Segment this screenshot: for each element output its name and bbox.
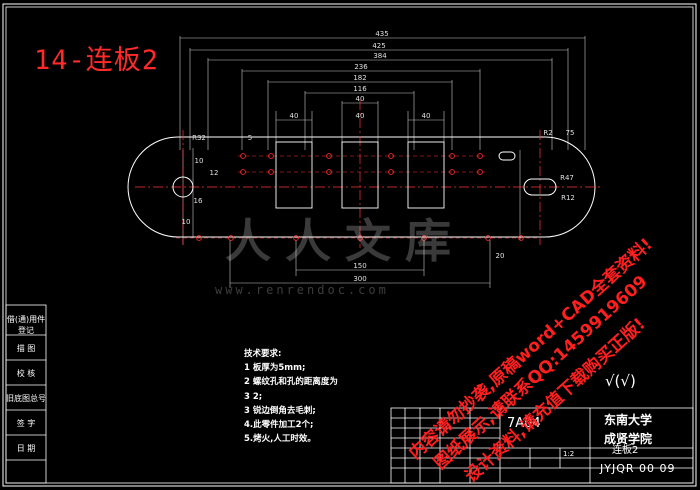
dim-20: 20: [496, 252, 505, 260]
dim-12: 12: [210, 169, 219, 177]
dim-r12: R12: [561, 194, 575, 202]
dimension-lines: [179, 36, 586, 288]
dim-435: 435: [375, 30, 388, 38]
drawing-title: 14-连板2: [34, 45, 160, 76]
dim-pocket-right: 40: [422, 112, 431, 120]
dim-16: 16: [194, 197, 203, 205]
dim-5: 5: [248, 134, 252, 142]
dimension-text: 435 425 384 236 182 116 40 40 40 40 R2 7…: [182, 30, 575, 283]
inner-frame: [5, 6, 694, 484]
note-item: 2 螺纹孔和孔的距离度为: [244, 377, 338, 388]
dim-116: 116: [353, 85, 367, 93]
dim-pocket-mid: 40: [356, 112, 365, 120]
note-item: 4.此零件加工2个;: [244, 420, 314, 431]
end-holes: [172, 151, 557, 198]
dim-40: 40: [356, 95, 365, 103]
part-name: 连板2: [612, 445, 639, 456]
material-label: 7A04: [507, 416, 541, 431]
center-lines: [135, 100, 600, 248]
dim-150: 150: [353, 262, 366, 270]
dim-r32: R32: [192, 134, 206, 142]
dim-384: 384: [373, 52, 387, 60]
note-item: 5.烤火,人工时效。: [244, 434, 316, 445]
title-block-lines: [390, 407, 694, 484]
note-item: 3 锐边倒角去毛刺;: [244, 405, 316, 416]
notes-heading: 技术要求:: [244, 349, 282, 359]
school-name: 东南大学: [604, 413, 653, 427]
dim-300: 300: [353, 275, 366, 283]
side-label-check: 校 核: [16, 369, 36, 378]
small-holes: [196, 153, 524, 241]
side-label-tracing: 描 图: [16, 344, 36, 353]
dim-r47: R47: [560, 174, 574, 182]
dim-r2: R2: [543, 129, 552, 137]
side-label-signature: 签 字: [16, 419, 36, 428]
dim-10-bottom: 10: [182, 218, 191, 226]
side-label-register: 借(通)用件登记: [6, 315, 46, 335]
outer-frame: [2, 3, 697, 487]
scale-value: 1:2: [563, 450, 575, 458]
drawing-number: JYJQR 00 09: [600, 462, 676, 475]
technical-requirements: 技术要求: 1 板厚为5mm; 2 螺纹孔和孔的距离度为 3 2; 3 锐边倒角…: [244, 347, 338, 446]
side-label-date: 日 期: [16, 444, 36, 453]
url-watermark: www.renrendoc.com: [215, 283, 389, 297]
side-table: [5, 304, 47, 484]
dim-10-left: 10: [195, 157, 204, 165]
logo-watermark: 人人文库: [225, 214, 465, 268]
college-name: 成贤学院: [604, 432, 653, 446]
surface-roughness-symbol: √(√): [605, 372, 636, 390]
dim-pocket-left: 40: [290, 112, 299, 120]
dim-182: 182: [353, 74, 366, 82]
note-item: 3 2;: [244, 391, 263, 402]
dim-75: 75: [566, 129, 575, 137]
dim-236: 236: [354, 63, 368, 71]
note-item: 1 板厚为5mm;: [244, 363, 306, 374]
side-label-old-number: 旧底图总号: [6, 394, 46, 403]
dim-425: 425: [372, 42, 385, 50]
part-outline: [127, 136, 596, 238]
pockets: [275, 141, 445, 209]
